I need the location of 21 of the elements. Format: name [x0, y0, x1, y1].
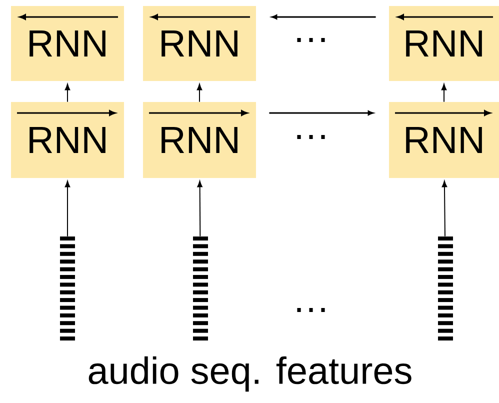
rnn-box: RNN — [389, 6, 499, 81]
ellipsis: … — [297, 134, 325, 140]
arrow — [64, 180, 70, 237]
ellipsis: … — [297, 38, 325, 42]
rnn-box: RNN — [389, 102, 499, 178]
rnn-box: RNN — [143, 6, 256, 81]
ellipsis: … — [297, 308, 325, 312]
arrow — [272, 14, 376, 20]
arrow — [441, 84, 447, 102]
rnn-box: RNN — [11, 102, 124, 178]
arrow — [442, 180, 448, 237]
arrow — [196, 84, 202, 102]
arrow — [269, 110, 374, 116]
feature-vector — [438, 236, 453, 340]
feature-vector — [193, 236, 208, 340]
feature-vector — [60, 236, 75, 340]
rnn-box: RNN — [11, 6, 124, 81]
arrow — [64, 84, 70, 102]
arrow — [197, 180, 202, 237]
caption: audio seq. features — [88, 356, 412, 392]
rnn-box: RNN — [143, 102, 256, 178]
